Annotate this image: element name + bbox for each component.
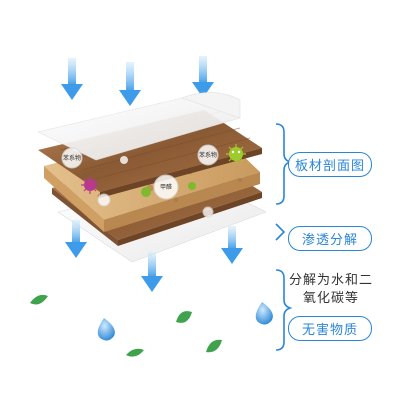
arrow-down-icon	[221, 226, 243, 264]
pollutant-bubble: 苯系物	[197, 144, 219, 166]
germ-icon	[81, 176, 99, 194]
germ-icon	[226, 144, 246, 164]
bracket-penetration	[275, 223, 286, 241]
water-drop-icon	[255, 302, 273, 325]
svg-text:甲醛: 甲醛	[160, 183, 172, 191]
water-drop-icon	[97, 318, 115, 341]
germ-icon	[141, 182, 196, 197]
section-view-label: 板材剖面图	[288, 152, 372, 177]
arrow-down-icon	[65, 220, 87, 258]
bracket-result	[275, 269, 293, 351]
svg-text:苯系物: 苯系物	[63, 154, 81, 162]
arrow-down-icon	[61, 58, 83, 100]
top-veneer-layer	[38, 110, 262, 192]
leaf-icon	[206, 339, 222, 353]
decompose-label: 分解为水和二氧化碳等	[288, 273, 373, 306]
svg-text:苯系物: 苯系物	[199, 151, 217, 159]
leaf-icon	[126, 348, 144, 357]
arrow-down-icon	[192, 56, 214, 98]
arrow-down-icon	[141, 252, 163, 292]
leaf-icon	[176, 311, 192, 323]
top-arrows	[61, 56, 214, 106]
leaf-icon	[30, 294, 48, 305]
pollutant-bubble: 苯系物	[61, 147, 83, 169]
penetration-label: 渗透分解	[288, 226, 372, 251]
arrow-down-icon	[119, 62, 141, 106]
lower-arrows	[65, 220, 243, 292]
formaldehyde-bubble: 甲醛	[153, 174, 179, 200]
harmless-label: 无害物质	[288, 316, 372, 341]
